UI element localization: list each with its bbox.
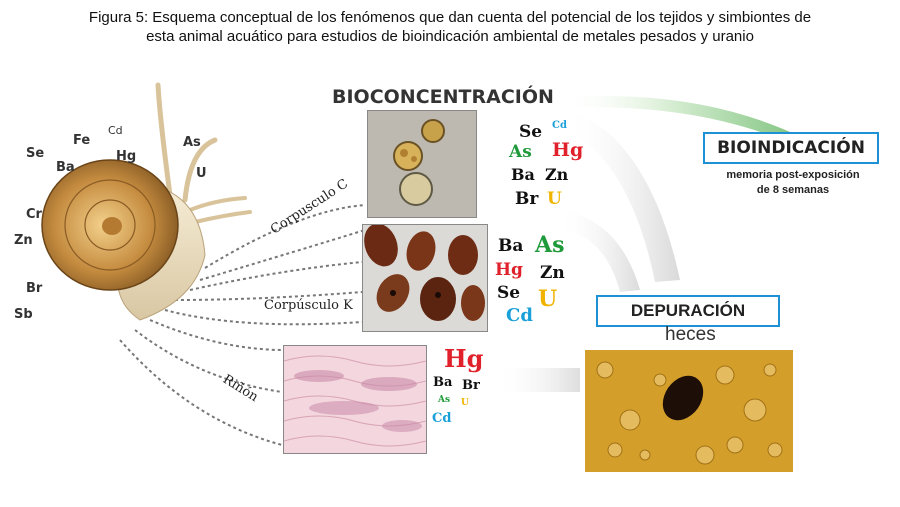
bioconcentracion-label: BIOCONCENTRACIÓN [332, 86, 554, 108]
snail-element-ba: Ba [56, 160, 75, 175]
caption-line1: Esquema conceptual de los fenómenos que … [148, 9, 812, 26]
depuration-arc-1 [565, 110, 680, 282]
metal-c-hg: Hg [552, 139, 584, 161]
metal-r-hg: Hg [444, 344, 484, 373]
connection-lines [119, 204, 366, 446]
snail-element-sb: Sb [14, 307, 33, 322]
depuracion-box: DEPURACIÓN [596, 295, 780, 327]
metal-k-hg: Hg [495, 260, 523, 280]
metal-c-zn: Zn [545, 165, 569, 184]
bioindication-arrow [560, 96, 790, 140]
corpusculo-c-photo [367, 110, 477, 218]
memoria-line2: de 8 semanas [756, 184, 830, 196]
rinon-photo [283, 345, 427, 454]
bioindicacion-box: BIOINDICACIÓN [703, 132, 879, 164]
metal-c-ba: Ba [511, 165, 535, 184]
metal-k-ba: Ba [498, 236, 524, 256]
metal-r-u: U [461, 398, 469, 408]
tentacle-right [182, 137, 218, 203]
metal-k-zn: Zn [540, 263, 565, 283]
metal-r-ba: Ba [433, 375, 453, 390]
snail-element-cd: Cd [108, 124, 123, 137]
metal-r-cd: Cd [432, 411, 452, 426]
caption-line2: esta animal acuático para estudios de bi… [146, 28, 754, 45]
metal-k-cd: Cd [506, 305, 533, 326]
tentacle-left [155, 82, 173, 198]
snail-element-fe: Fe [73, 133, 91, 148]
metal-c-as: As [509, 142, 532, 162]
caption-prefix: Figura 5: [88, 9, 149, 26]
metal-k-u: U [538, 286, 558, 312]
metal-r-br: Br [462, 378, 480, 393]
corpusculo-k-image [363, 225, 487, 331]
heces-image [585, 350, 793, 472]
snail-element-hg: Hg [116, 149, 137, 164]
metal-c-u: U [547, 189, 562, 209]
metal-c-cd: Cd [552, 120, 567, 131]
corpusculo-c-image [368, 111, 476, 217]
snail-element-cr: Cr [26, 207, 42, 222]
snail-element-zn: Zn [14, 233, 33, 248]
snail-element-se: Se [26, 146, 45, 161]
corpusculo-k-label: Corpúsculo K [264, 298, 353, 313]
metal-k-as: As [535, 232, 565, 258]
metal-c-se: Se [519, 122, 543, 142]
memoria-line1: memoria post-exposición [726, 169, 860, 181]
memoria-text: memoria post-exposición de 8 semanas [703, 168, 883, 198]
metal-r-as: As [438, 395, 451, 405]
heces-label: heces [665, 324, 716, 345]
snail-element-u: U [196, 166, 207, 181]
corpusculo-k-photo [362, 224, 488, 332]
depuration-arc-3 [495, 368, 580, 392]
rinon-image [284, 346, 426, 453]
snail-element-br: Br [26, 281, 43, 296]
heces-photo [585, 350, 793, 472]
figure-caption: Figura 5: Esquema conceptual de los fenó… [0, 8, 900, 46]
metal-c-br: Br [515, 189, 539, 209]
metal-k-se: Se [497, 283, 521, 303]
depuration-arc-2 [558, 210, 640, 292]
snail-element-as: As [183, 135, 201, 150]
